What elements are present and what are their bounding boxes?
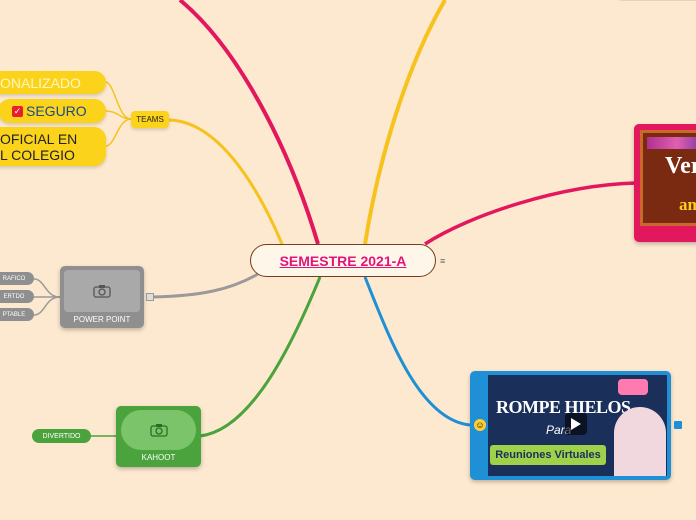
branch-pink-right — [425, 183, 636, 244]
camera-icon — [150, 423, 168, 437]
powerpoint-child[interactable]: PTABLE — [0, 308, 34, 321]
play-button-icon[interactable] — [565, 413, 587, 435]
powerpoint-child-label: ERTDO — [4, 294, 25, 300]
chat-bubble-icon — [618, 379, 648, 395]
branch-yellow-teams — [168, 120, 282, 244]
teams-label: TEAMS — [136, 115, 164, 124]
teams-child-label: ONALIZADO — [0, 75, 81, 91]
kahoot-child-label: DIVERTIDO — [43, 433, 81, 440]
branch-blue-video — [365, 277, 470, 425]
powerpoint-child-label: RAFICO — [3, 276, 26, 282]
branch-green-kahoot — [200, 277, 320, 436]
image-text-bottom: am — [679, 195, 696, 215]
kahoot-child-divertido[interactable]: DIVERTIDO — [32, 429, 91, 443]
video-title-line1: ROMPE HIELOS — [496, 397, 631, 418]
image-text-top: Ver — [665, 153, 696, 180]
powerpoint-child[interactable]: ERTDO — [0, 290, 34, 303]
branch-teams-3 — [106, 119, 131, 146]
powerpoint-image-placeholder — [64, 270, 140, 312]
teams-child-label: L COLEGIO — [0, 147, 75, 163]
kahoot-label: KAHOOT — [116, 453, 201, 462]
branch-yellow-top — [365, 0, 445, 244]
link-icon[interactable] — [146, 293, 154, 301]
powerpoint-node[interactable]: POWER POINT — [60, 266, 144, 328]
powerpoint-child[interactable]: RAFICO — [0, 272, 34, 285]
branch-gray-powerpoint — [152, 274, 258, 297]
checkbox-icon: ✓ — [12, 106, 23, 117]
image-thumbnail: Ver am — [640, 130, 696, 226]
smiley-icon: ☺ — [474, 419, 486, 431]
presenter-photo — [614, 407, 666, 476]
central-topic-label: SEMESTRE 2021-A — [280, 253, 407, 269]
camera-icon — [93, 284, 111, 298]
kahoot-image-placeholder — [121, 410, 196, 450]
teams-child-seguro[interactable]: ✓ SEGURO — [0, 99, 106, 123]
branch-teams-2 — [106, 111, 131, 119]
branch-teams-1 — [106, 82, 131, 119]
notes-icon[interactable] — [674, 421, 682, 429]
video-node[interactable]: ROMPE HIELOS Para Reuniones Virtuales — [470, 371, 671, 480]
central-topic[interactable]: SEMESTRE 2021-A — [250, 244, 436, 277]
image-node-red[interactable]: Ver am — [634, 124, 696, 242]
kahoot-node[interactable]: KAHOOT — [116, 406, 201, 467]
video-subtitle: Reuniones Virtuales — [490, 445, 606, 465]
image-banner — [647, 137, 696, 149]
teams-node[interactable]: TEAMS — [131, 111, 169, 128]
teams-child-personalizado[interactable]: ONALIZADO — [0, 71, 106, 94]
teams-child-label: OFICIAL EN — [0, 131, 77, 147]
video-thumbnail: ROMPE HIELOS Para Reuniones Virtuales — [488, 375, 667, 476]
teams-child-label: SEGURO — [26, 103, 87, 119]
branch-pp-3 — [34, 297, 60, 315]
notes-icon[interactable]: ≡ — [440, 256, 445, 266]
powerpoint-child-label: PTABLE — [3, 312, 26, 318]
powerpoint-label: POWER POINT — [60, 315, 144, 324]
teams-child-oficial[interactable]: OFICIAL EN L COLEGIO — [0, 127, 106, 166]
branch-pp-1 — [34, 279, 60, 297]
branch-pink-top — [180, 0, 318, 244]
partial-node-top-right — [618, 0, 696, 1]
